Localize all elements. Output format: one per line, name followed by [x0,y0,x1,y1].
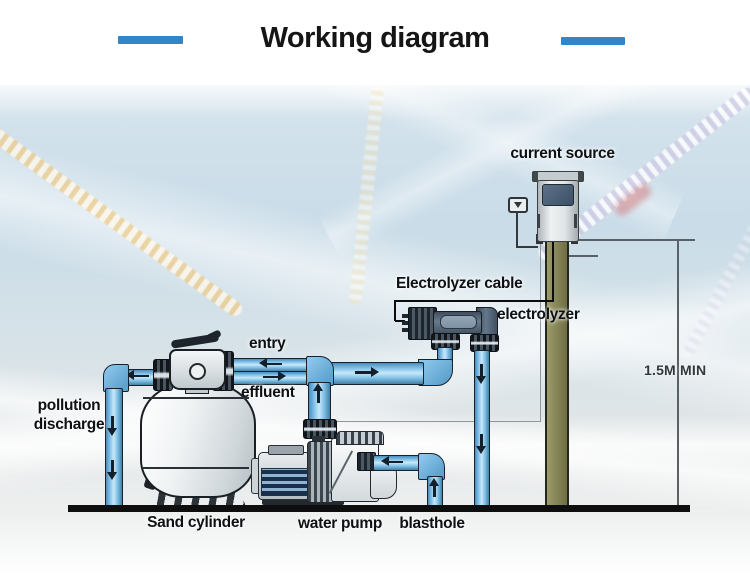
pipe-entry [224,358,312,372]
flow-arrow-up-icon [313,383,322,403]
electrolyzer-terminal-pins [402,314,410,318]
elbow-blasthole [418,453,445,480]
sensor-icon [508,197,528,213]
electrolyzer-terminal-pins [402,321,410,325]
sand-tank-seam-bottom [143,467,249,469]
electrolyzer-cable-stub [395,320,405,322]
electrolyzer-cable-label: Electrolyzer cable [396,275,523,292]
pump-motor-handle [268,445,304,455]
valve-sight-glass [189,363,206,380]
dimension-line-vertical [677,239,679,507]
flow-arrow-down-icon [107,460,116,480]
flow-arrow-up-icon [429,478,438,497]
flow-arrow-left-icon [381,456,403,466]
effluent-label: effluent [241,384,295,401]
sensor-icon-glyph [513,202,522,208]
pollution-discharge-line2: discharge [33,416,105,434]
page-title: Working diagram [260,22,490,54]
sand-tank-body [140,382,256,498]
sand-cylinder-label: Sand cylinder [147,514,245,531]
flow-arrow-down-icon [476,434,485,454]
electrolyzer-cable-line-h [394,300,554,302]
pollution-discharge-line1: pollution [37,397,101,414]
electrolyzer-cell-window [440,315,477,329]
flow-arrow-left-icon [259,358,282,368]
flow-arrow-down-icon [476,364,485,384]
sensor-wire-v [516,211,518,247]
pump-base [262,497,344,505]
dimension-step-h [567,255,598,257]
flow-arrow-right-icon [355,367,379,376]
title-accent-left [118,36,183,44]
guide-line-vertical [540,241,541,422]
pump-strainer-lid [336,431,384,445]
sand-tank-seam-top [143,397,249,399]
ground-line [68,505,690,512]
water-pump-label: water pump [298,515,382,532]
pump-inlet-neck [312,436,325,442]
electrolyzer-cable-line-v1 [552,241,554,302]
flow-arrow-left-icon [126,370,149,380]
pollution-discharge-label: pollution discharge [24,396,114,435]
flow-arrow-right-icon [263,371,286,381]
current-source-screen [542,184,574,206]
guide-line-horizontal [330,421,541,422]
min-height-label: 1.5M MIN [644,362,707,378]
current-source-label: current source [510,145,615,162]
electrolyzer-terminal-pins [402,328,410,332]
pump-motor-fins [261,468,311,496]
flow-arrow-down-icon [107,416,116,436]
current-source-latch-right [574,214,577,228]
sensor-wire-h [516,246,538,248]
mounting-pole [545,238,569,506]
current-source-latch-left [537,214,540,228]
title-accent-right [561,37,625,45]
entry-label: entry [249,335,286,352]
dimension-line-top [578,239,695,241]
electrolyzer-label: electrolyzer [497,306,580,323]
blasthole-label: blasthole [399,515,465,532]
electrolyzer-cable-line-v2 [394,300,396,321]
